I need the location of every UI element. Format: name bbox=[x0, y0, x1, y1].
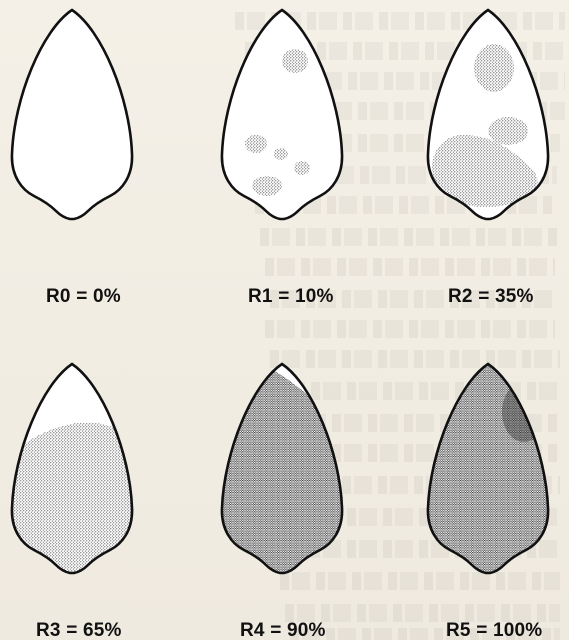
severity-label: R3 = 65% bbox=[36, 620, 122, 640]
equals-sign: = bbox=[478, 286, 489, 307]
rating-code: R0 bbox=[46, 286, 71, 307]
rating-code: R5 bbox=[446, 620, 471, 640]
leaf-panel-r5 bbox=[424, 360, 552, 575]
lesion-spot bbox=[274, 148, 288, 160]
severity-label: R2 = 35% bbox=[448, 286, 534, 308]
leaf-panel-r0 bbox=[12, 10, 132, 219]
equals-sign: = bbox=[476, 620, 487, 640]
severity-percent: 90% bbox=[287, 620, 326, 640]
lesion-spot bbox=[424, 360, 552, 575]
lesion-spot bbox=[8, 423, 136, 575]
equals-sign: = bbox=[76, 286, 87, 307]
severity-percent: 100% bbox=[493, 620, 542, 640]
severity-label: R0 = 0% bbox=[46, 286, 121, 308]
leaf-fill bbox=[222, 10, 342, 219]
leaf-panel-r1 bbox=[222, 10, 342, 219]
severity-label: R4 = 90% bbox=[240, 620, 326, 640]
leaf-panel-r2 bbox=[428, 10, 548, 219]
equals-sign: = bbox=[278, 286, 289, 307]
lesion-spot bbox=[245, 135, 267, 153]
severity-percent: 10% bbox=[295, 286, 334, 307]
severity-percent: 35% bbox=[495, 286, 534, 307]
rating-code: R4 bbox=[240, 620, 265, 640]
leaf-panel-r4 bbox=[218, 364, 346, 575]
lesion-area bbox=[424, 360, 552, 575]
leaf-fill bbox=[12, 10, 132, 219]
severity-percent: 0% bbox=[93, 286, 121, 307]
lesion-spot bbox=[252, 176, 282, 196]
rating-code: R1 bbox=[248, 286, 273, 307]
lesion-spot bbox=[474, 44, 514, 92]
equals-sign: = bbox=[66, 620, 77, 640]
equals-sign: = bbox=[270, 620, 281, 640]
rating-code: R2 bbox=[448, 286, 473, 307]
severity-label: R5 = 100% bbox=[446, 620, 542, 640]
lesion-area bbox=[8, 423, 136, 575]
lesion-spot bbox=[488, 117, 528, 145]
severity-label: R1 = 10% bbox=[248, 286, 334, 308]
severity-percent: 65% bbox=[83, 620, 122, 640]
lesion-spot bbox=[282, 49, 308, 73]
rating-code: R3 bbox=[36, 620, 61, 640]
leaf-panel-r3 bbox=[8, 364, 136, 575]
lesion-spot bbox=[294, 161, 310, 175]
